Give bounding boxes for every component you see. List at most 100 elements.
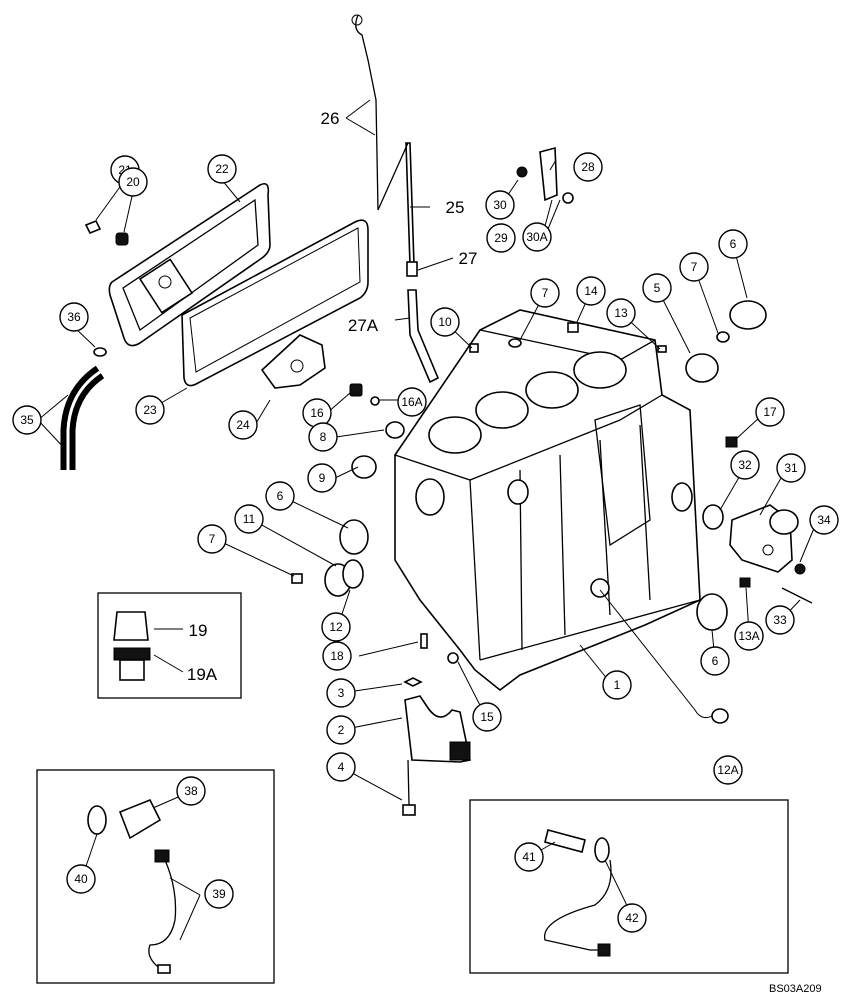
callout-number: 34 bbox=[817, 513, 831, 527]
callout-number: 16 bbox=[310, 406, 324, 420]
hose-clamp bbox=[93, 347, 107, 357]
callout-number: 15 bbox=[480, 710, 494, 724]
label-19: 19 bbox=[189, 621, 208, 640]
block-heater bbox=[87, 798, 177, 974]
callout-number: 13A bbox=[738, 629, 759, 643]
callout-number: 35 bbox=[20, 413, 34, 427]
callout-28: 28 bbox=[573, 152, 603, 182]
callout-22: 22 bbox=[207, 154, 237, 184]
label-27: 27 bbox=[459, 249, 478, 268]
callout-number: 24 bbox=[236, 418, 250, 432]
dowel-14 bbox=[567, 322, 579, 333]
callout-number: 22 bbox=[215, 162, 229, 176]
callout-6c: 6 bbox=[700, 646, 730, 676]
valve-cover-gasket bbox=[181, 219, 369, 387]
callout-number: 9 bbox=[319, 471, 326, 485]
callout-9: 9 bbox=[307, 463, 337, 493]
plug-16 bbox=[349, 383, 363, 397]
heater-cord bbox=[543, 829, 612, 957]
o-ring-16a bbox=[370, 396, 380, 406]
callout-number: 7 bbox=[542, 286, 549, 300]
drawing-code: BS03A209 bbox=[769, 983, 822, 995]
callout-4: 4 bbox=[326, 752, 356, 782]
thermostat-housing bbox=[729, 504, 799, 573]
callout-8: 8 bbox=[308, 422, 338, 452]
callout-41: 41 bbox=[514, 842, 544, 872]
callout-33: 33 bbox=[765, 605, 795, 635]
dipstick bbox=[351, 14, 379, 211]
inset-sensor-box bbox=[97, 592, 242, 699]
callout-number: 14 bbox=[584, 284, 598, 298]
callout-16: 16 bbox=[302, 398, 332, 428]
leader-lines bbox=[37, 99, 818, 941]
plug-12a bbox=[711, 708, 729, 724]
callout-12a: 12A bbox=[713, 755, 743, 785]
callout-number: 16A bbox=[401, 395, 422, 409]
callout-number: 36 bbox=[67, 310, 81, 324]
plug-7-top bbox=[508, 338, 522, 348]
callout-24: 24 bbox=[228, 410, 258, 440]
inset-heater-box bbox=[36, 769, 275, 984]
plug-13a bbox=[739, 577, 751, 588]
callout-number: 29 bbox=[494, 231, 508, 245]
callout-7a: 7 bbox=[679, 252, 709, 282]
engine-block bbox=[394, 309, 701, 692]
callout-number: 10 bbox=[438, 315, 452, 329]
callout-number: 6 bbox=[730, 237, 737, 251]
callout-36: 36 bbox=[59, 302, 89, 332]
callout-38: 38 bbox=[176, 776, 206, 806]
callout-number: 30A bbox=[526, 230, 547, 244]
callout-number: 42 bbox=[625, 911, 639, 925]
o-ring-12 bbox=[342, 559, 364, 589]
callout-18: 18 bbox=[322, 641, 352, 671]
callout-1: 1 bbox=[602, 670, 632, 700]
callout-15: 15 bbox=[472, 702, 502, 732]
callout-number: 12A bbox=[717, 763, 738, 777]
callout-number: 12 bbox=[329, 620, 343, 634]
callout-number: 38 bbox=[184, 784, 198, 798]
plug-9 bbox=[351, 455, 377, 479]
callout-number: 28 bbox=[581, 160, 595, 174]
callout-number: 2 bbox=[338, 723, 345, 737]
seal-6-right bbox=[696, 593, 728, 631]
expansion-plug-large bbox=[729, 300, 767, 330]
filler-plug bbox=[84, 219, 102, 235]
camshaft-bushing bbox=[685, 353, 719, 383]
callout-number: 8 bbox=[320, 430, 327, 444]
callout-number: 1 bbox=[614, 678, 621, 692]
callout-30a: 30A bbox=[522, 222, 552, 252]
callout-number: 13 bbox=[614, 306, 628, 320]
bearing-shell bbox=[403, 677, 423, 687]
breather-hose bbox=[60, 365, 105, 470]
callout-3: 3 bbox=[326, 678, 356, 708]
cap-bolt bbox=[402, 759, 416, 816]
callout-23: 23 bbox=[135, 395, 165, 425]
callout-16a: 16A bbox=[397, 387, 427, 417]
callout-12: 12 bbox=[321, 612, 351, 642]
callout-31: 31 bbox=[776, 453, 806, 483]
callout-13: 13 bbox=[606, 298, 636, 328]
callout-number: 20 bbox=[126, 175, 140, 189]
callout-number: 18 bbox=[330, 649, 344, 663]
callout-29: 29 bbox=[486, 223, 516, 253]
callout-number: 7 bbox=[209, 532, 216, 546]
bolt-33 bbox=[781, 587, 813, 604]
plug-18 bbox=[420, 633, 428, 649]
callout-14: 14 bbox=[576, 276, 606, 306]
valve-cover bbox=[108, 182, 271, 347]
callout-40: 40 bbox=[66, 864, 96, 894]
callout-20: 20 bbox=[118, 167, 148, 197]
expansion-plug-small bbox=[716, 331, 730, 343]
callout-number: 33 bbox=[773, 613, 787, 627]
callout-42: 42 bbox=[617, 903, 647, 933]
o-ring-32 bbox=[702, 504, 724, 530]
callout-number: 23 bbox=[143, 403, 157, 417]
dowel-10 bbox=[469, 343, 479, 353]
callout-number: 17 bbox=[763, 405, 777, 419]
dowel-13 bbox=[657, 345, 667, 353]
tube-elbow bbox=[407, 289, 440, 384]
inset-cord-box bbox=[469, 799, 789, 974]
dipstick-bracket bbox=[516, 146, 574, 204]
callout-5: 5 bbox=[642, 273, 672, 303]
